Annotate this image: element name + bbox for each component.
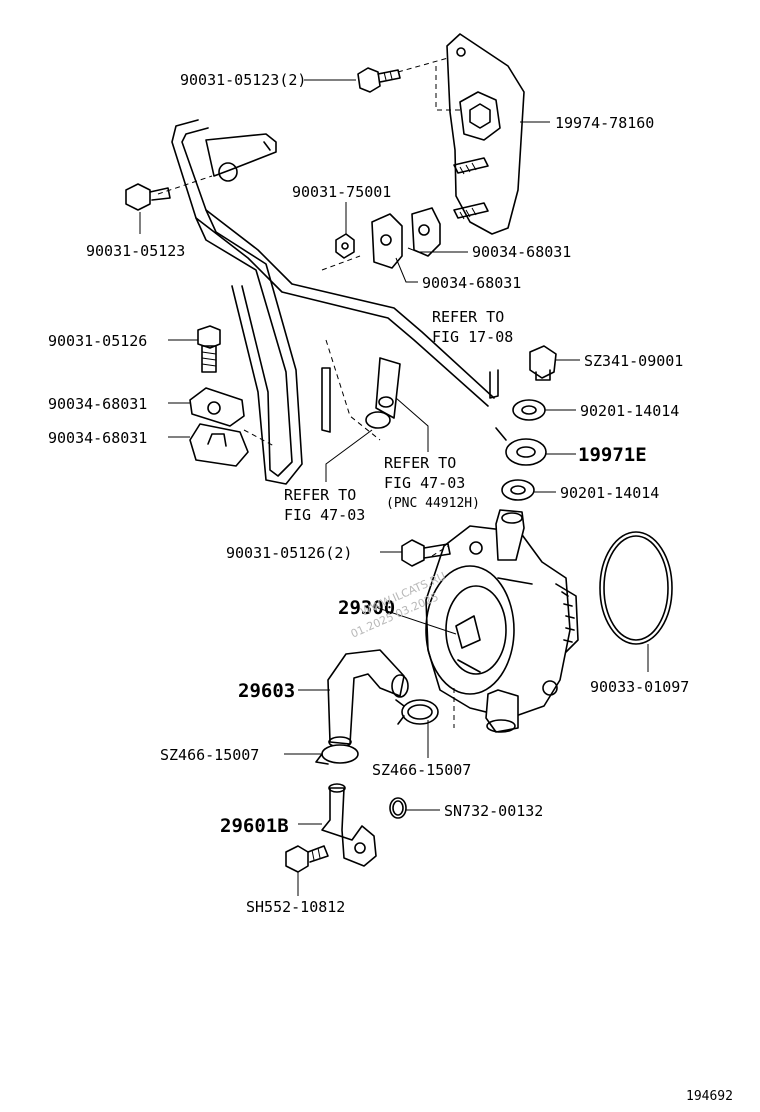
- label-19971E[interactable]: 19971E: [578, 444, 647, 466]
- vacuum-pipe-assembly: [171, 119, 495, 485]
- label-90033-01097[interactable]: 90033-01097: [590, 678, 689, 696]
- hose-end-refer-47-03: [365, 357, 401, 429]
- label-90031-05126-2[interactable]: 90031-05126(2): [226, 544, 352, 562]
- label-SZ466-15007-a[interactable]: SZ466-15007: [160, 746, 259, 764]
- label-refer-to-c: REFER TO: [284, 486, 356, 504]
- bracket-19974-78160: [446, 33, 525, 235]
- bolt-90031-05123-a: [357, 67, 401, 93]
- hose-29603: [327, 649, 409, 748]
- label-refer-to-a: REFER TO: [432, 308, 504, 326]
- label-19974-78160[interactable]: 19974-78160: [555, 114, 654, 132]
- pipe-29601B: [321, 783, 377, 867]
- label-90034-68031-b[interactable]: 90034-68031: [422, 274, 521, 292]
- label-SZ341-09001[interactable]: SZ341-09001: [584, 352, 683, 370]
- label-90034-68031-d[interactable]: 90034-68031: [48, 429, 147, 447]
- figure-id: 194692: [686, 1089, 733, 1104]
- label-90201-14014-a[interactable]: 90201-14014: [580, 402, 679, 420]
- hose-clamp-SZ466-15007-a: [395, 699, 439, 725]
- vacuum-pump-29300: [425, 509, 579, 733]
- washer-90201-14014-a: [512, 399, 546, 421]
- plug-SZ341-09001: [529, 345, 557, 381]
- label-90031-05126[interactable]: 90031-05126: [48, 332, 147, 350]
- label-29300[interactable]: 29300: [338, 597, 395, 619]
- label-29603[interactable]: 29603: [238, 680, 295, 702]
- label-90034-68031-c[interactable]: 90034-68031: [48, 395, 147, 413]
- clamp-90034-68031-a: [371, 213, 403, 269]
- gasket-SN732-00132: [389, 797, 407, 819]
- label-90034-68031-a[interactable]: 90034-68031: [472, 243, 571, 261]
- clamp-90034-68031-d: [189, 423, 249, 467]
- washer-90201-14014-b: [501, 479, 535, 501]
- label-refer-to-b: REFER TO: [384, 454, 456, 472]
- union-bolt-19971E: [495, 427, 547, 466]
- bolt-90031-05126: [197, 325, 221, 373]
- label-fig-47-03-b[interactable]: FIG 47-03: [284, 506, 365, 524]
- leader-lines: [139, 79, 649, 896]
- bolt-90031-05123-b: [125, 183, 171, 211]
- pipe-refer-17-08: [489, 369, 499, 399]
- label-SZ466-15007-b[interactable]: SZ466-15007: [372, 761, 471, 779]
- label-SN732-00132[interactable]: SN732-00132: [444, 802, 543, 820]
- bolt-SH552-10812: [285, 845, 329, 873]
- nut-90031-75001: [335, 233, 355, 259]
- label-fig-17-08[interactable]: FIG 17-08: [432, 328, 513, 346]
- label-29601B[interactable]: 29601B: [220, 815, 289, 837]
- label-90031-05123-2[interactable]: 90031-05123(2): [180, 71, 306, 89]
- label-90031-75001[interactable]: 90031-75001: [292, 183, 391, 201]
- label-90031-05123[interactable]: 90031-05123: [86, 242, 185, 260]
- label-fig-47-03-a[interactable]: FIG 47-03: [384, 474, 465, 492]
- o-ring-90033-01097: [599, 531, 673, 645]
- label-SH552-10812[interactable]: SH552-10812: [246, 898, 345, 916]
- clamp-90034-68031-c: [189, 387, 245, 427]
- label-90201-14014-b[interactable]: 90201-14014: [560, 484, 659, 502]
- bolt-90031-05126-2: [401, 539, 451, 567]
- clamp-90034-68031-b: [411, 207, 441, 257]
- hose-clamp-SZ466-15007-b: [315, 744, 359, 765]
- label-pnc-44912h: (PNC 44912H): [386, 496, 480, 511]
